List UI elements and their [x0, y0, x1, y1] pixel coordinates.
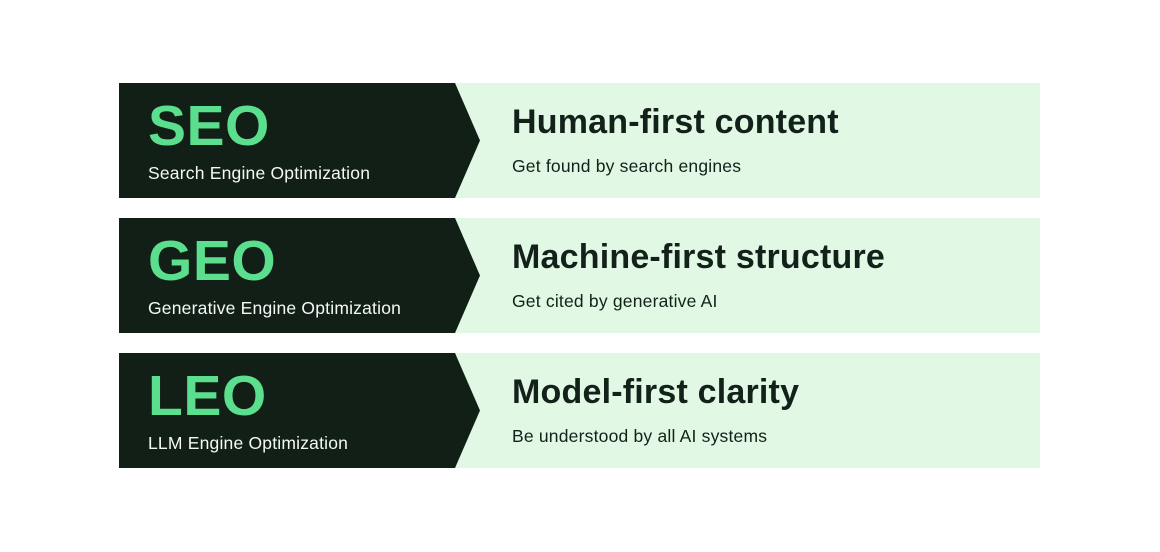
acronym-full-name: Search Engine Optimization: [148, 163, 371, 184]
optimization-ladder: Human-first content Get found by search …: [119, 83, 1040, 488]
ladder-row-leo: Model-first clarity Be understood by all…: [119, 353, 1040, 468]
geo-arrow-panel: GEO Generative Engine Optimization: [119, 218, 480, 333]
seo-description-panel: Human-first content Get found by search …: [455, 83, 1040, 198]
benefit-description: Get found by search engines: [512, 156, 742, 177]
benefit-heading: Machine-first structure: [512, 238, 886, 277]
benefit-heading: Human-first content: [512, 103, 839, 142]
acronym-full-name: Generative Engine Optimization: [148, 298, 402, 319]
benefit-description: Get cited by generative AI: [512, 291, 718, 312]
leo-arrow-panel: LEO LLM Engine Optimization: [119, 353, 480, 468]
acronym-label: GEO: [148, 228, 277, 293]
ladder-row-seo: Human-first content Get found by search …: [119, 83, 1040, 198]
acronym-label: SEO: [148, 93, 270, 158]
ladder-row-geo: Machine-first structure Get cited by gen…: [119, 218, 1040, 333]
geo-description-panel: Machine-first structure Get cited by gen…: [455, 218, 1040, 333]
seo-arrow-panel: SEO Search Engine Optimization: [119, 83, 480, 198]
acronym-label: LEO: [148, 363, 267, 428]
benefit-description: Be understood by all AI systems: [512, 426, 768, 447]
leo-description-panel: Model-first clarity Be understood by all…: [455, 353, 1040, 468]
benefit-heading: Model-first clarity: [512, 373, 800, 412]
acronym-full-name: LLM Engine Optimization: [148, 433, 349, 454]
